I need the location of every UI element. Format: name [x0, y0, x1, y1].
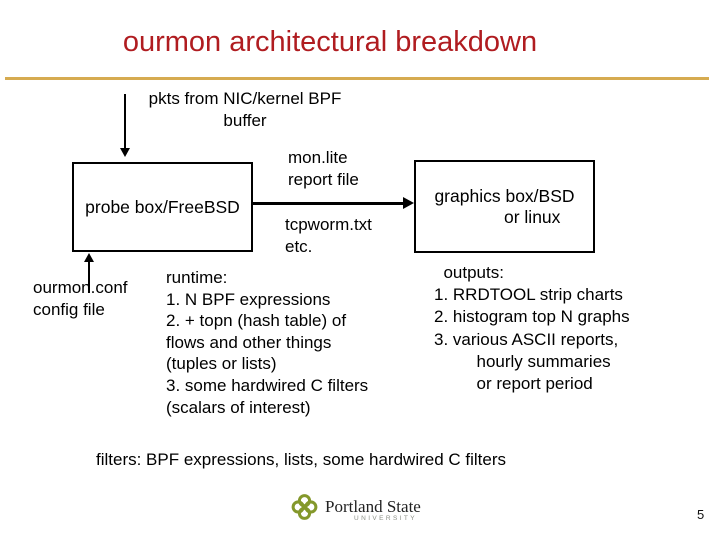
- filters-note: filters: BPF expressions, lists, some ha…: [96, 450, 507, 469]
- logo-wordmark: Portland State: [325, 497, 421, 516]
- probe-box-label: probe box/FreeBSD: [85, 196, 240, 217]
- page-title: ourmon architectural breakdown: [122, 26, 538, 58]
- arrow-down-shaft: [124, 94, 126, 149]
- probe-box: probe box/FreeBSD: [72, 162, 253, 252]
- tcpworm-label: tcpworm.txt etc.: [285, 215, 372, 256]
- logo-subtitle: UNIVERSITY: [354, 515, 418, 522]
- knot-icon: [291, 494, 318, 520]
- graphics-box: graphics box/BSD or linux: [414, 160, 595, 253]
- arrow-right-head-icon: [403, 197, 414, 209]
- pkts-label: pkts from NIC/kernel BPF buffer: [148, 89, 342, 130]
- arrow-down-head-icon: [120, 148, 130, 157]
- output-notes: outputs: 1. RRDTOOL strip charts 2. hist…: [434, 263, 630, 394]
- graphics-box-label-line2: or linux: [504, 206, 561, 227]
- config-file-label: ourmon.conf config file: [33, 278, 128, 319]
- arrow-right-shaft: [253, 202, 405, 205]
- runtime-notes: runtime: 1. N BPF expressions 2. + topn …: [166, 268, 369, 417]
- monlite-label: mon.lite report file: [288, 148, 359, 189]
- page-number: 5: [697, 507, 705, 522]
- title-divider: [5, 77, 709, 80]
- portland-state-logo-icon: [291, 493, 318, 521]
- graphics-box-label-line1: graphics box/BSD: [434, 185, 575, 206]
- arrow-up-head-icon: [84, 253, 94, 262]
- arrow-up-shaft: [88, 260, 90, 293]
